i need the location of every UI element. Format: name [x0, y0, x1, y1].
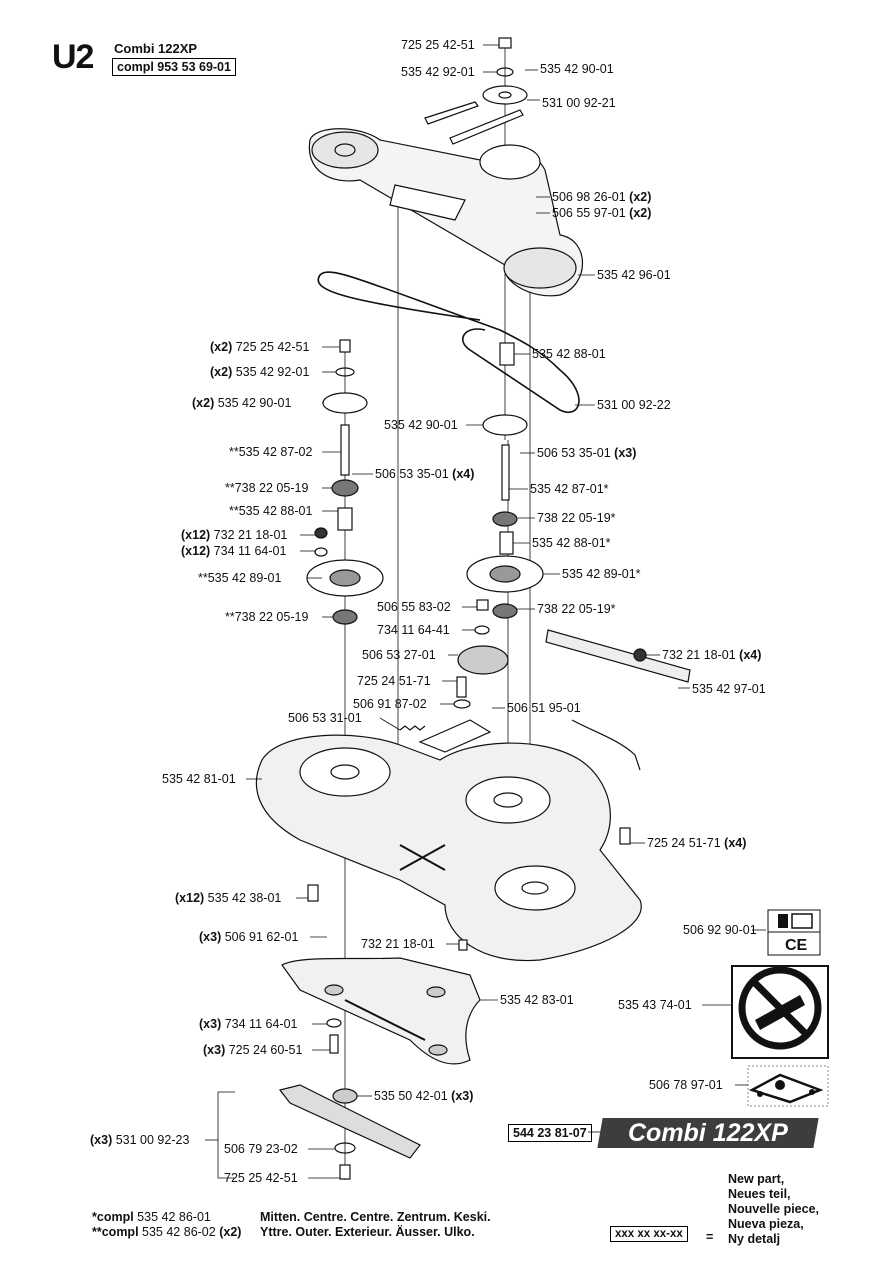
model-name: Combi 122XP	[114, 41, 198, 56]
part-label: 506 78 97-01	[649, 1078, 723, 1092]
complete-assembly-number: compl 953 53 69-01	[112, 58, 236, 76]
part-label: 535 42 88-01	[532, 347, 606, 361]
part-label: 535 43 74-01	[618, 998, 692, 1012]
part-label: 506 91 87-02	[353, 697, 427, 711]
part-label: 738 22 05-19*	[537, 511, 616, 525]
catalog-number: 544 23 81-07	[508, 1124, 592, 1142]
part-label: 732 21 18-01 (x4)	[662, 648, 762, 662]
part-label: 535 42 83-01	[500, 993, 574, 1007]
part-label: 535 50 42-01 (x3)	[374, 1089, 474, 1103]
part-label: 506 55 83-02	[377, 600, 451, 614]
part-label: (x3) 531 00 92-23	[90, 1133, 190, 1147]
manual-ce-icon: CE	[767, 909, 821, 956]
part-label: 506 53 31-01	[288, 711, 362, 725]
part-label: (x3) 734 11 64-01	[199, 1017, 298, 1031]
part-label: 506 92 90-01	[683, 923, 757, 937]
part-label: **535 42 88-01	[229, 504, 313, 518]
part-label: 535 42 88-01*	[532, 536, 611, 550]
part-label: **535 42 87-02	[229, 445, 313, 459]
part-label: **738 22 05-19	[225, 610, 309, 624]
part-label: 732 21 18-01	[361, 937, 435, 951]
part-label: 725 24 51-71	[357, 674, 431, 688]
belt-routing-decal-icon	[747, 1065, 829, 1107]
part-label: (x12) 732 21 18-01	[181, 528, 288, 542]
part-label: 535 42 90-01	[384, 418, 458, 432]
part-label: 506 53 35-01 (x4)	[375, 467, 475, 481]
svg-text:CE: CE	[785, 937, 808, 954]
part-label: (x2) 535 42 90-01	[192, 396, 292, 410]
part-label: 506 53 27-01	[362, 648, 436, 662]
footer-line-2: **compl 535 42 86-02 (x2) Yttre. Outer. …	[92, 1225, 475, 1239]
section-code: U2	[52, 38, 94, 76]
footer-line-1: *compl 535 42 86-01 Mitten. Centre. Cent…	[92, 1210, 491, 1224]
part-label: 531 00 92-21	[542, 96, 616, 110]
part-label: 531 00 92-22	[597, 398, 671, 412]
part-label: 506 79 23-02	[224, 1142, 298, 1156]
no-riding-slope-warning-icon	[731, 965, 829, 1059]
part-label: 535 42 87-01*	[530, 482, 609, 496]
part-label: (x2) 725 25 42-51	[210, 340, 310, 354]
part-label: 738 22 05-19*	[537, 602, 616, 616]
part-label: 506 98 26-01 (x2)	[552, 190, 652, 204]
part-label: 725 25 42-51	[401, 38, 475, 52]
part-label: **738 22 05-19	[225, 481, 309, 495]
part-label: 506 53 35-01 (x3)	[537, 446, 637, 460]
part-label: 725 25 42-51	[224, 1171, 298, 1185]
new-part-legend-box: xxx xx xx-xx	[610, 1226, 688, 1242]
part-label: 535 42 96-01	[597, 268, 671, 282]
part-label: 535 42 89-01*	[562, 567, 641, 581]
part-label: (x12) 734 11 64-01	[181, 544, 287, 558]
part-label: (x3) 725 24 60-51	[203, 1043, 303, 1057]
part-label: 535 42 81-01	[162, 772, 236, 786]
part-label: 506 51 95-01	[507, 701, 581, 715]
part-label: 734 11 64-41	[377, 623, 450, 637]
legend-equals: =	[706, 1230, 714, 1244]
part-label: (x12) 535 42 38-01	[175, 891, 282, 905]
part-label: 535 42 92-01	[401, 65, 475, 79]
model-banner: Combi 122XP	[597, 1118, 819, 1148]
part-label: 535 42 90-01	[540, 62, 614, 76]
part-label: **535 42 89-01	[198, 571, 282, 585]
part-label: (x3) 506 91 62-01	[199, 930, 299, 944]
part-label: 725 24 51-71 (x4)	[647, 836, 747, 850]
part-label: (x2) 535 42 92-01	[210, 365, 310, 379]
part-label: 506 55 97-01 (x2)	[552, 206, 652, 220]
new-part-legend-text: New part, Neues teil, Nouvelle piece, Nu…	[728, 1172, 820, 1246]
part-label: 535 42 97-01	[692, 682, 766, 696]
